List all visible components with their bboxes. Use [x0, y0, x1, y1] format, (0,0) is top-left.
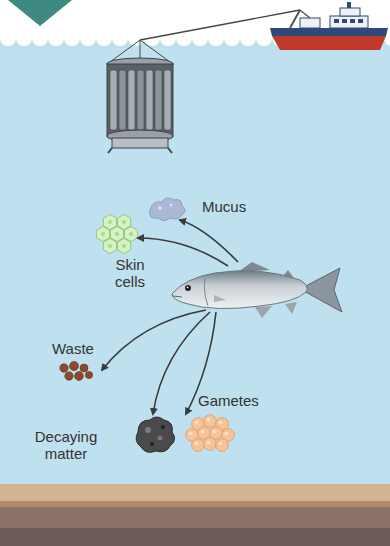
egg-highlight — [195, 421, 199, 425]
release-arrows — [102, 220, 238, 414]
egg-highlight — [219, 442, 223, 446]
cell-nucleus — [108, 244, 112, 248]
egg — [198, 427, 211, 440]
egg — [216, 439, 229, 452]
egg — [210, 427, 223, 440]
corner-marker — [8, 0, 72, 26]
egg-highlight — [225, 432, 229, 436]
seabed — [0, 484, 390, 546]
skin-cell — [117, 238, 130, 253]
egg-highlight — [207, 418, 211, 422]
decaying-matter-icon — [136, 417, 174, 452]
egg-highlight — [219, 421, 223, 425]
water — [0, 38, 390, 488]
sample-bottle — [137, 70, 144, 130]
egg-highlight — [207, 441, 211, 445]
skin-cell — [103, 238, 116, 253]
sample-bottle — [164, 70, 171, 130]
label-text: Skin cells — [104, 256, 156, 290]
research-ship — [270, 2, 388, 50]
cell-nucleus — [122, 220, 126, 224]
cell-nucleus — [115, 232, 119, 236]
water-sampler — [107, 10, 300, 153]
egg-highlight — [189, 432, 193, 436]
cell-nucleus — [101, 232, 105, 236]
label-text: Waste — [52, 340, 94, 357]
label-text: Decaying matter — [28, 428, 104, 462]
label-text: Gametes — [198, 392, 259, 409]
fish — [172, 262, 342, 318]
cell-nucleus — [122, 244, 126, 248]
cell-nucleus — [129, 232, 133, 236]
waste-icon — [60, 362, 93, 381]
sample-bottle — [128, 70, 135, 130]
sample-bottle — [110, 70, 117, 130]
egg — [204, 415, 217, 428]
mucus-icon — [150, 198, 185, 221]
egg-highlight — [213, 430, 217, 434]
egg — [204, 438, 217, 451]
sample-bottle — [155, 70, 162, 130]
cell-nucleus — [108, 220, 112, 224]
sample-bottle — [119, 70, 126, 130]
label-text: Mucus — [202, 198, 246, 215]
skin-cells-icon — [96, 214, 137, 253]
egg — [192, 439, 205, 452]
egg-highlight — [195, 442, 199, 446]
egg-highlight — [201, 430, 205, 434]
gametes-icon — [186, 415, 235, 452]
sample-bottle — [146, 70, 153, 130]
